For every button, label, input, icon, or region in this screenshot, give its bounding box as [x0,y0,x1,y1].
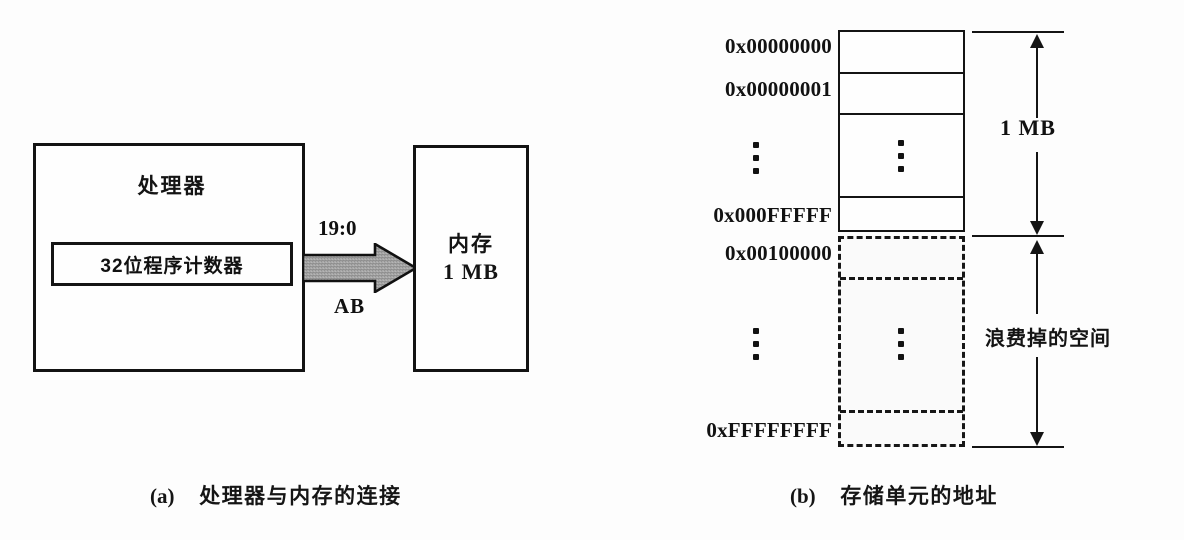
used-memory-cells [838,30,965,232]
processor-box: 处理器 32位程序计数器 [33,143,305,372]
memory-size: 1 MB [443,258,499,284]
dimension-label-1mb: 1 MB [1000,115,1056,140]
dimension-line-1mb-lower [1036,152,1038,222]
arrowhead-down-icon [1030,221,1044,235]
program-counter-box: 32位程序计数器 [51,242,293,286]
dimension-tick-middle [972,235,1064,237]
address-label-0x00000001: 0x00000001 [725,77,832,101]
address-label-0xFFFFFFFF: 0xFFFFFFFF [706,418,832,442]
cell-divider [840,72,963,74]
cell-divider [840,277,963,280]
cell-divider [840,410,963,413]
vertical-ellipsis-icon [898,328,905,360]
dimension-line-waste-lower [1036,357,1038,433]
caption-a-tag: (a) [150,484,175,508]
caption-b-tag: (b) [790,484,816,508]
arrowhead-up-icon [1030,34,1044,48]
memory-title: 内存 [448,232,494,256]
vertical-ellipsis-icon [753,142,760,174]
dimension-tick-bottom [972,446,1064,448]
address-label-row: 0x00000000 [620,34,832,59]
bus-name-label: AB [334,294,366,318]
dimension-label-wasted-space: 浪费掉的空间 [985,328,1111,350]
arrowhead-down-icon [1030,432,1044,446]
wasted-memory-cells [838,236,965,447]
processor-title: 处理器 [137,175,207,198]
address-label-0x00100000: 0x00100000 [725,241,832,265]
caption-panel-b: (b) 存储单元的地址 [790,480,998,510]
caption-b-text: 存储单元的地址 [840,485,998,508]
vertical-ellipsis-icon [898,140,905,172]
memory-box: 内存 1 MB [413,145,529,372]
bus-width-label: 19:0 [318,216,357,240]
address-label-row: 0x00000001 [620,77,832,102]
address-label-0x00000000: 0x00000000 [725,34,832,58]
caption-a-text: 处理器与内存的连接 [199,485,402,508]
address-label-0x000FFFFF: 0x000FFFFF [713,203,832,227]
address-label-row: 0xFFFFFFFF [620,418,832,443]
arrowhead-up-icon [1030,240,1044,254]
dimension-line-waste-upper [1036,252,1038,314]
program-counter-label: 32位程序计数器 [100,255,244,277]
cell-divider [840,196,963,198]
address-label-row: 0x00100000 [620,241,832,266]
address-bus-arrow-icon [303,243,417,293]
vertical-ellipsis-icon [753,328,760,360]
cell-divider [840,113,963,115]
dimension-tick-top [972,31,1064,33]
caption-panel-a: (a) 处理器与内存的连接 [150,480,402,510]
dimension-line-1mb-upper [1036,46,1038,118]
address-label-row: 0x000FFFFF [620,203,832,228]
